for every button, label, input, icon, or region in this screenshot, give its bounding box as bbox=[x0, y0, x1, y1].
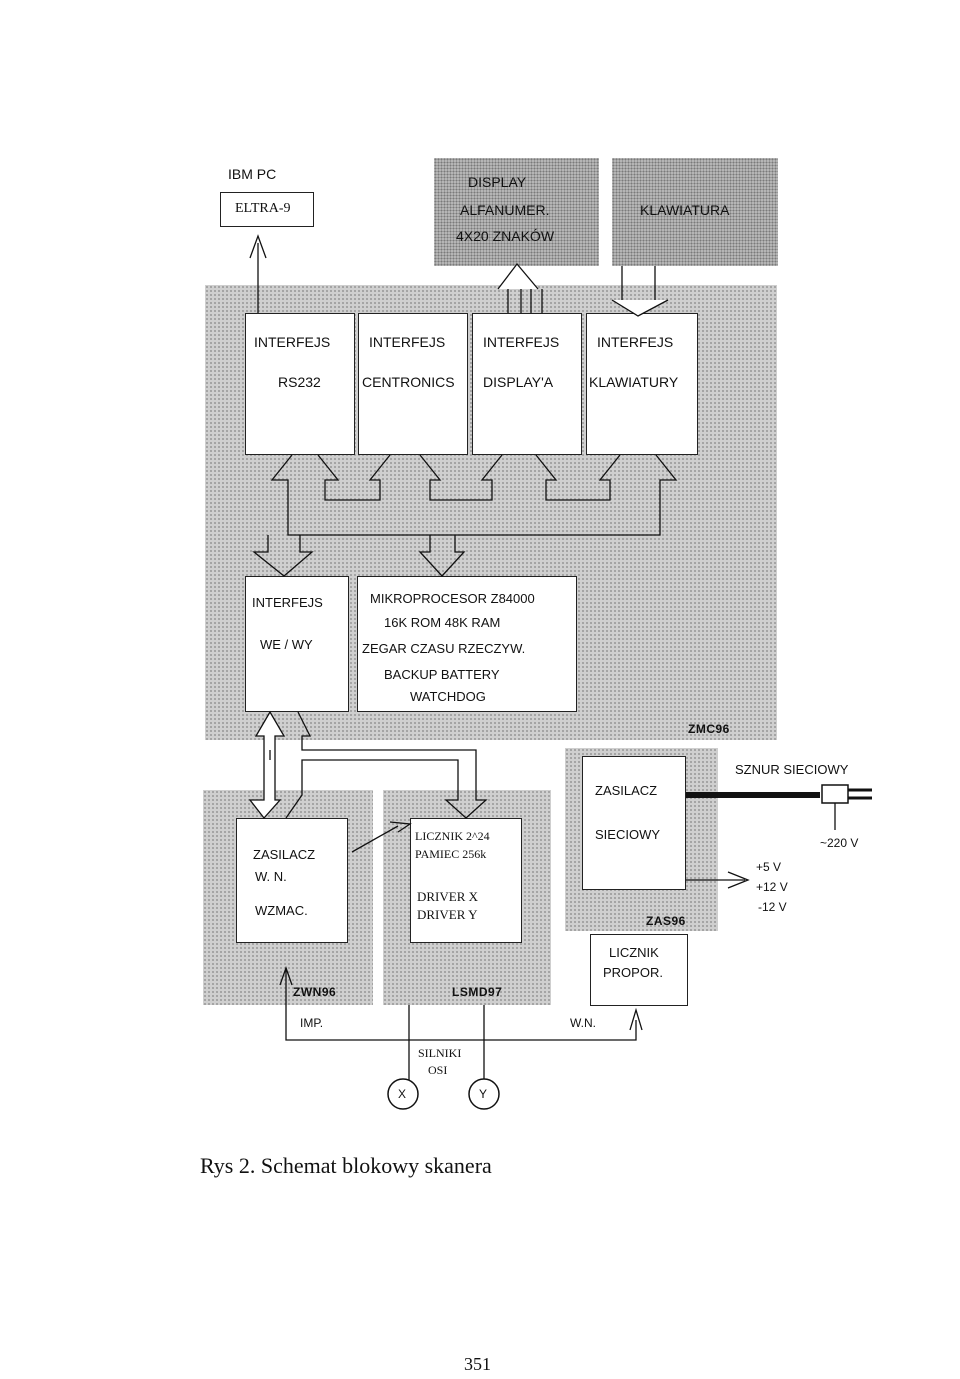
cpu-line-3: ZEGAR CZASU RZECZYW. bbox=[362, 641, 526, 656]
interface-sub: DISPLAY'A bbox=[483, 374, 554, 390]
interface-display: INTERFEJS DISPLAY'A bbox=[472, 313, 582, 455]
keyboard-panel bbox=[612, 158, 778, 266]
display-line-2: ALFANUMER. bbox=[460, 202, 550, 218]
interface-title: INTERFEJS bbox=[369, 334, 446, 350]
display-line-3: 4X20 ZNAKÓW bbox=[456, 228, 555, 244]
interface-io: INTERFEJS WE / WY bbox=[245, 576, 349, 712]
cpu-line-4: BACKUP BATTERY bbox=[384, 667, 500, 682]
io-title: INTERFEJS bbox=[252, 595, 323, 610]
output-12v: +12 V bbox=[756, 880, 788, 894]
interface-rs232: INTERFEJS RS232 bbox=[245, 313, 355, 455]
cpu-line-5: WATCHDOG bbox=[410, 689, 486, 704]
interface-title: INTERFEJS bbox=[483, 334, 560, 350]
counter-driver-box: LICZNIK 2^24 PAMIEC 256k DRIVER X DRIVER… bbox=[410, 818, 522, 943]
hv-supply-box: ZASILACZ W. N. WZMAC. bbox=[236, 818, 348, 943]
io-sub: WE / WY bbox=[260, 637, 313, 652]
counter-line-2: PROPOR. bbox=[603, 965, 663, 980]
zmc96-tag: ZMC96 bbox=[688, 722, 730, 736]
power-supply-box: ZASILACZ SIECIOWY bbox=[582, 756, 686, 890]
lsmd-line-4: DRIVER Y bbox=[417, 907, 478, 922]
figure-caption: Rys 2. Schemat blokowy skanera bbox=[200, 1153, 492, 1178]
zwn-line-1: ZASILACZ bbox=[253, 847, 316, 862]
interface-title: INTERFEJS bbox=[254, 334, 331, 350]
display-box: DISPLAY ALFANUMER. 4X20 ZNAKÓW bbox=[452, 166, 580, 260]
lsmd97-tag: LSMD97 bbox=[452, 985, 503, 999]
zwn-line-2: W. N. bbox=[255, 869, 287, 884]
output-5v: +5 V bbox=[756, 860, 782, 874]
motors-label: SILNIKI bbox=[418, 1046, 462, 1060]
output-minus12v: -12 V bbox=[758, 900, 787, 914]
motor-y-icon bbox=[468, 1078, 500, 1110]
keyboard-label: KLAWIATURA bbox=[640, 202, 730, 218]
motor-y-label: Y bbox=[479, 1087, 488, 1101]
eltra-9-label: ELTRA-9 bbox=[235, 201, 291, 216]
page-number: 351 bbox=[464, 1354, 491, 1374]
lsmd-line-1: LICZNIK 2^24 bbox=[415, 829, 490, 843]
lsmd-line-3: DRIVER X bbox=[417, 889, 479, 904]
zwn96-tag: ZWN96 bbox=[293, 985, 337, 999]
interface-sub: KLAWIATURY bbox=[589, 374, 679, 390]
cpu-line-2: 16K ROM 48K RAM bbox=[384, 615, 501, 630]
interface-sub: CENTRONICS bbox=[362, 374, 455, 390]
supply-line-1: ZASILACZ bbox=[595, 783, 658, 798]
counter-line-1: LICZNIK bbox=[609, 945, 659, 960]
zwn-line-3: WZMAC. bbox=[255, 903, 308, 918]
interface-sub: RS232 bbox=[278, 374, 321, 390]
ibm-pc-label: IBM PC bbox=[228, 166, 277, 182]
cord-label: SZNUR SIECIOWY bbox=[735, 762, 849, 777]
zas96-tag: ZAS96 bbox=[646, 914, 686, 928]
voltage-label: ~220 V bbox=[820, 836, 859, 850]
lsmd-line-2: PAMIEC 256k bbox=[415, 847, 487, 861]
display-panel bbox=[434, 158, 599, 266]
display-line-1: DISPLAY bbox=[468, 174, 527, 190]
motor-x-label: X bbox=[398, 1087, 407, 1101]
cpu-box: MIKROPROCESOR Z84000 16K ROM 48K RAM ZEG… bbox=[357, 576, 577, 712]
interface-keyboard: INTERFEJS KLAWIATURY bbox=[586, 313, 698, 455]
cpu-line-1: MIKROPROCESOR Z84000 bbox=[370, 591, 535, 606]
interface-title: INTERFEJS bbox=[597, 334, 674, 350]
motor-x-icon bbox=[387, 1078, 419, 1110]
imp-label: IMP. bbox=[300, 1016, 324, 1030]
proportional-counter-box: LICZNIK PROPOR. bbox=[590, 934, 688, 1006]
wn-label: W.N. bbox=[570, 1016, 596, 1030]
axes-label: OSI bbox=[428, 1063, 448, 1077]
interface-centronics: INTERFEJS CENTRONICS bbox=[358, 313, 468, 455]
supply-line-2: SIECIOWY bbox=[595, 827, 661, 842]
eltra-9-box: ELTRA-9 bbox=[220, 192, 314, 227]
